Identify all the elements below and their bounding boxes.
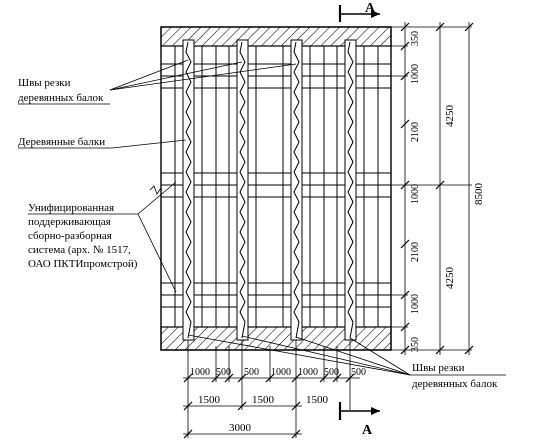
dim-r-350-bottom: 350 <box>410 337 421 352</box>
cut-seams-label-bottom-line1: Швы резки <box>412 362 465 374</box>
right-dimension-labels: 350 1000 2100 1000 2100 1000 350 4250 42… <box>410 31 485 352</box>
dim-b-500-b: 500 <box>244 367 259 378</box>
dim-b-1000-c: 1000 <box>298 367 318 378</box>
dim-b-1500-c: 1500 <box>306 394 329 406</box>
support-system-label-line3: сборно-разборная <box>28 230 112 242</box>
wooden-beam-4 <box>344 39 357 341</box>
dim-r-1000-c: 1000 <box>410 294 421 314</box>
right-dimensions <box>391 22 474 355</box>
wooden-beam-3 <box>290 39 303 341</box>
dim-b-1500-b: 1500 <box>252 394 275 406</box>
dim-r-4250-b: 4250 <box>444 267 456 290</box>
dim-r-8500: 8500 <box>473 183 485 206</box>
dim-r-4250-a: 4250 <box>444 105 456 128</box>
section-mark-top: А <box>338 1 380 22</box>
dim-r-1000-b: 1000 <box>410 184 421 204</box>
section-letter-bottom: А <box>362 423 373 438</box>
wooden-beams <box>182 39 357 341</box>
dim-b-1500-a: 1500 <box>198 394 221 406</box>
cut-seams-label-top-line2: деревянных балок <box>18 92 104 104</box>
support-system-label-line2: поддерживающая <box>28 216 111 228</box>
wooden-beams-label: Деревянные балки <box>18 136 105 148</box>
dim-r-2100-b: 2100 <box>410 242 421 262</box>
wooden-beam-2 <box>236 39 249 341</box>
dim-r-1000-a: 1000 <box>410 64 421 84</box>
dim-b-500-c: 500 <box>324 367 339 378</box>
dim-r-350-top: 350 <box>410 31 421 46</box>
dim-b-3000: 3000 <box>229 422 252 434</box>
cut-seams-label-top-line1: Швы резки <box>18 77 71 89</box>
bottom-dimension-labels: 1000 500 500 1000 1000 500 500 1500 1500… <box>190 367 366 434</box>
support-system-label-line5: ОАО ПКТИпромстрой) <box>28 258 138 270</box>
support-system-label-line1: Унифицированная <box>28 202 114 214</box>
dim-b-1000-b: 1000 <box>271 367 291 378</box>
bottom-dimensions <box>183 340 360 439</box>
dim-r-2100-a: 2100 <box>410 122 421 142</box>
dim-b-500-a: 500 <box>216 367 231 378</box>
section-mark-bottom: А <box>338 402 380 438</box>
cut-seams-label-bottom-line2: деревянных балок <box>412 378 498 390</box>
section-letter-top: А <box>365 1 376 16</box>
wooden-beam-1 <box>182 39 195 341</box>
support-system-label-line4: система (арх. № 1517, <box>28 244 131 256</box>
dim-b-500-d: 500 <box>351 367 366 378</box>
dim-b-1000-a: 1000 <box>190 367 210 378</box>
